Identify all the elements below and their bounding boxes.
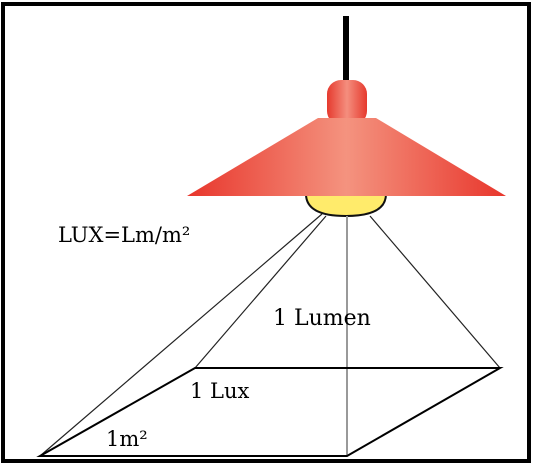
square-meter-plane [36,367,504,457]
ray-front-left [39,213,323,457]
lamp-cap [327,80,367,125]
lamp-cord [343,16,349,84]
light-cone [39,213,501,457]
area-label: 1m² [106,427,148,451]
ray-right [369,215,501,369]
lux-label: 1 Lux [190,379,250,403]
light-bulb [304,193,388,218]
formula-label: LUX=Lm/m² [58,223,190,247]
ray-back-left [194,215,327,369]
lamp-shade [187,118,506,196]
lumen-label: 1 Lumen [273,306,371,331]
